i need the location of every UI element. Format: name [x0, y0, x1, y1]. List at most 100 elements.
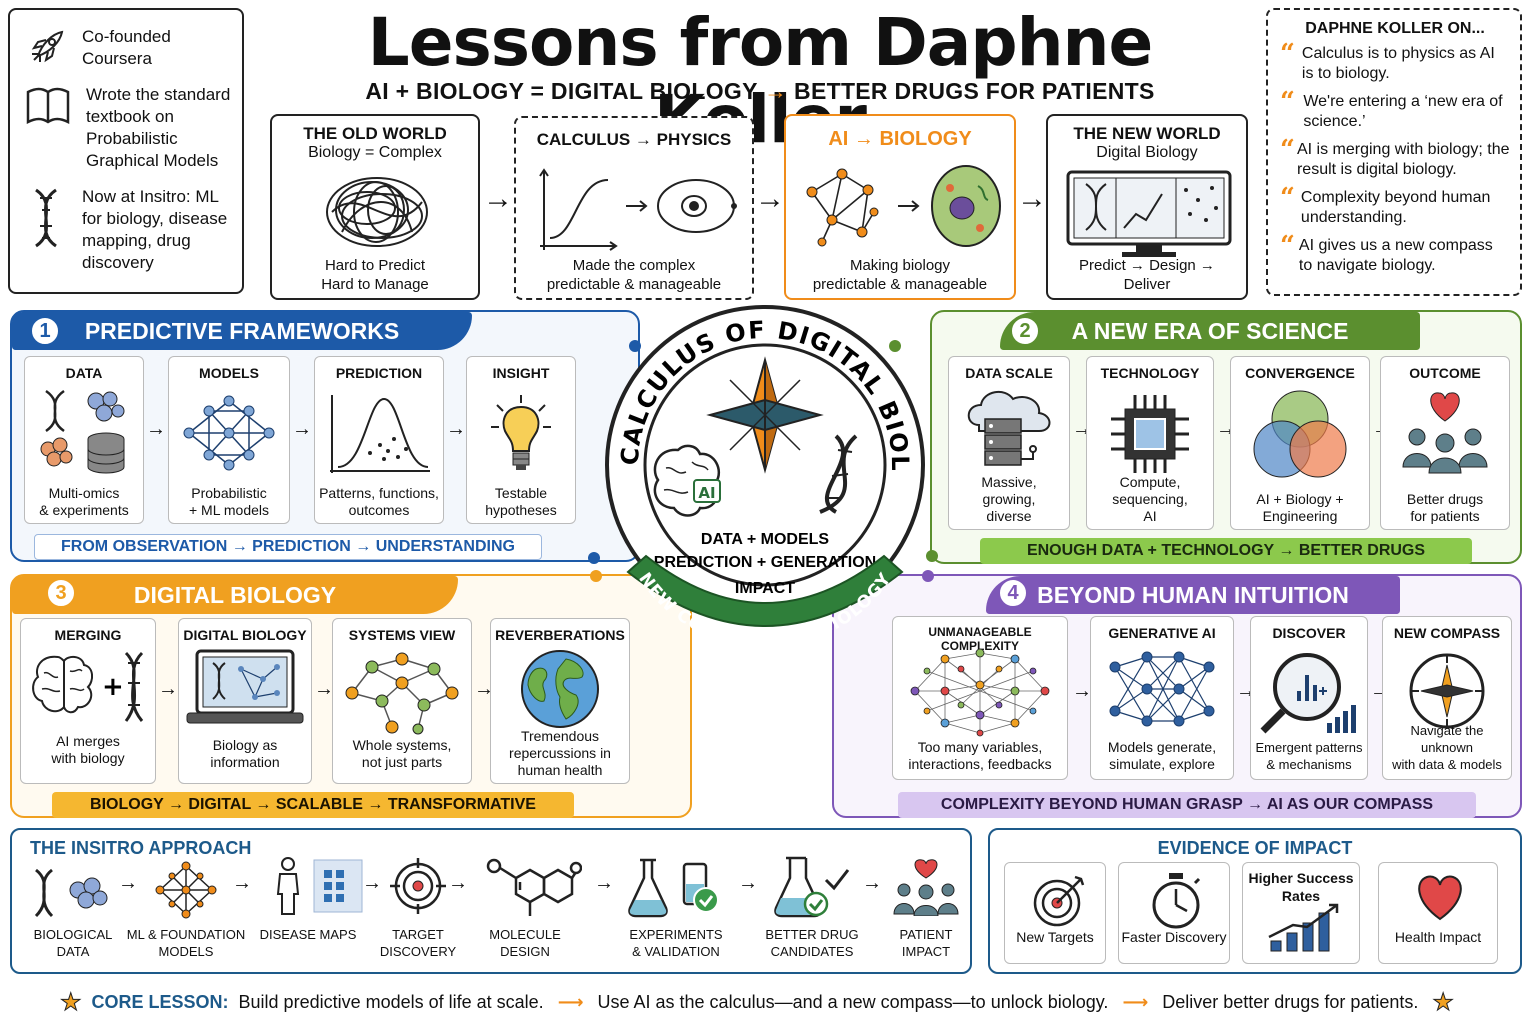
connector-dot — [926, 550, 938, 562]
bio-card: Co-founded Coursera Wrote the standard t… — [8, 8, 244, 294]
stage-new-world: THE NEW WORLD Digital Biology Predict → … — [1046, 114, 1248, 300]
quote-mark-icon: “ — [1280, 183, 1295, 213]
core-lesson-label: CORE LESSON: — [91, 991, 229, 1012]
cloud-server-icon — [967, 390, 1051, 466]
bio-item-insitro: Now at Insitro: ML for biology, disease … — [24, 186, 254, 274]
systems-network-icon — [345, 652, 459, 735]
card-convergence: CONVERGENCE AI + Biology + Engineering — [1230, 356, 1370, 530]
panel-2-number: 2 — [1010, 316, 1040, 346]
quote-mark-icon: “ — [1280, 135, 1295, 165]
card-reverberations: REVERBERATIONS Tremendous repercussions … — [490, 618, 630, 784]
star-icon: ★ — [1432, 988, 1454, 1017]
center-line: DATA + MODELS — [701, 531, 829, 548]
card-models: MODELS Probabilistic + ML models — [168, 356, 290, 524]
card-generative-ai: GENERATIVE AI Models generate, simulate,… — [1090, 616, 1234, 780]
stage-caption: Making biology predictable & manageable — [812, 257, 988, 293]
stage-sub: Biology = Complex — [308, 144, 442, 161]
page-subtitle: AI + BIOLOGY = DIGITAL BIOLOGY → BETTER … — [300, 78, 1220, 105]
subtitle-arrow: → — [764, 78, 788, 104]
panel-4-title: BEYOND HUMAN INTUITION — [986, 576, 1400, 614]
globe-icon — [521, 650, 599, 728]
flow-arrow: → — [158, 678, 178, 700]
card-discover: DISCOVER Emergent patterns & mechanisms — [1250, 616, 1368, 780]
omics-icon — [40, 389, 125, 474]
magnifier-icon — [1260, 653, 1356, 734]
quote-mark-icon: “ — [1280, 87, 1295, 117]
subtitle-left: AI + BIOLOGY = DIGITAL BIOLOGY — [365, 78, 758, 104]
stage-title: THE OLD WORLD — [303, 124, 447, 143]
quotes-heading: DAPHNE KOLLER ON... — [1305, 20, 1485, 37]
card-merging: MERGING + AI merges with biology — [20, 618, 156, 784]
card-technology: TECHNOLOGY Compute, sequencing, AI — [1086, 356, 1214, 530]
ml-models-icon — [155, 861, 217, 919]
connector-dot — [629, 340, 641, 352]
card-digital-biology: DIGITAL BIOLOGY Biology as information — [178, 618, 312, 784]
tangle-icon — [326, 177, 428, 247]
stage-calculus: CALCULUS → PHYSICS Made the complex pred… — [514, 116, 754, 300]
stage-title: THE NEW WORLD — [1073, 124, 1221, 143]
dna-icon — [35, 188, 57, 248]
target-arrow-icon — [1033, 875, 1085, 927]
panel-4-number: 4 — [998, 578, 1028, 608]
stopwatch-icon — [1152, 873, 1201, 929]
disease-map-icon — [276, 857, 363, 915]
flow-arrow: → — [1017, 182, 1047, 215]
flow-arrow: → — [474, 678, 494, 700]
flow-arrow: → — [446, 418, 466, 440]
flow-arrow: → — [738, 872, 758, 894]
stage-old-world: THE OLD WORLD Biology = Complex Hard to … — [270, 114, 480, 300]
panel-1-band: FROM OBSERVATION → PREDICTION → UNDERSTA… — [34, 534, 542, 560]
flow-arrow: → — [314, 678, 334, 700]
bio-item-coursera: Co-founded Coursera — [24, 26, 254, 70]
patient-impact-icon — [893, 859, 959, 916]
center-line: PREDICTION + GENERATION — [654, 554, 876, 571]
insitro-step: EXPERIMENTS & VALIDATION — [629, 927, 723, 959]
center-line: IMPACT — [735, 580, 795, 597]
evidence-faster-discovery: Faster Discovery — [1118, 862, 1230, 964]
molecule-icon — [486, 858, 582, 916]
card-insight: INSIGHT Testable hypotheses — [466, 356, 576, 524]
evidence-health-impact: Health Impact — [1378, 862, 1498, 964]
flow-arrow: → — [448, 872, 468, 894]
panel-2-band: ENOUGH DATA + TECHNOLOGY → BETTER DRUGS — [980, 538, 1472, 564]
generative-net-icon — [1109, 651, 1215, 727]
venn-icon — [1253, 390, 1347, 478]
card-unmanageable-complexity: UNMANAGEABLE COMPLEXITY Too many variabl… — [892, 616, 1068, 780]
flow-arrow: → — [862, 872, 882, 894]
network-cell-icon — [806, 165, 1001, 247]
brain-ai-icon: AI — [653, 444, 721, 517]
svg-text:AI: AI — [698, 484, 715, 502]
evidence-success-rates: Higher Success Rates — [1242, 862, 1360, 964]
insitro-step: BIOLOGICAL DATA — [33, 927, 113, 959]
flow-arrow: → — [146, 418, 166, 440]
brain-dna-icon: + — [32, 651, 144, 722]
bio-item-textbook: Wrote the standard textbook on Probabili… — [24, 84, 254, 172]
stage-ai-biology: AI → BIOLOGY Making biology predictable … — [784, 114, 1016, 300]
lightbulb-icon — [491, 395, 551, 470]
center-emblem: THE CALCULUS OF DIGITAL BIOLOGY AI DATA … — [600, 300, 925, 630]
dna-center-icon — [819, 434, 858, 514]
bio-text-textbook: Wrote the standard textbook on Probabili… — [86, 85, 231, 170]
stage-sub: Digital Biology — [1096, 144, 1198, 161]
stage-title: CALCULUS → PHYSICS — [536, 130, 732, 149]
experiment-icon — [628, 858, 719, 918]
book-icon — [26, 87, 70, 125]
patients-heart-icon — [1402, 392, 1488, 474]
insitro-step: TARGET DISCOVERY — [379, 927, 457, 959]
heart-icon — [1418, 875, 1462, 921]
arrow-icon: ⟶ — [557, 991, 584, 1013]
compass-star-icon — [706, 356, 824, 474]
stage-title: AI → BIOLOGY — [828, 128, 972, 150]
connector-dot — [588, 552, 600, 564]
drug-candidate-icon — [774, 856, 850, 918]
insitro-title: THE INSITRO APPROACH — [30, 838, 252, 858]
stage-caption: Hard to Predict Hard to Manage — [321, 257, 429, 293]
connector-dot — [889, 340, 901, 352]
panel-3-number: 3 — [46, 578, 76, 608]
panel-1-title: PREDICTIVE FRAMEWORKS — [12, 312, 472, 350]
stage-caption: Made the complex predictable & manageabl… — [546, 257, 722, 293]
evidence-new-targets: New Targets — [1004, 862, 1106, 964]
flow-arrow: → — [118, 872, 138, 894]
card-systems-view: SYSTEMS VIEW Whole systems, not just par… — [332, 618, 472, 784]
card-data-scale: DATA SCALE Massive, growing, diverse — [948, 356, 1070, 530]
